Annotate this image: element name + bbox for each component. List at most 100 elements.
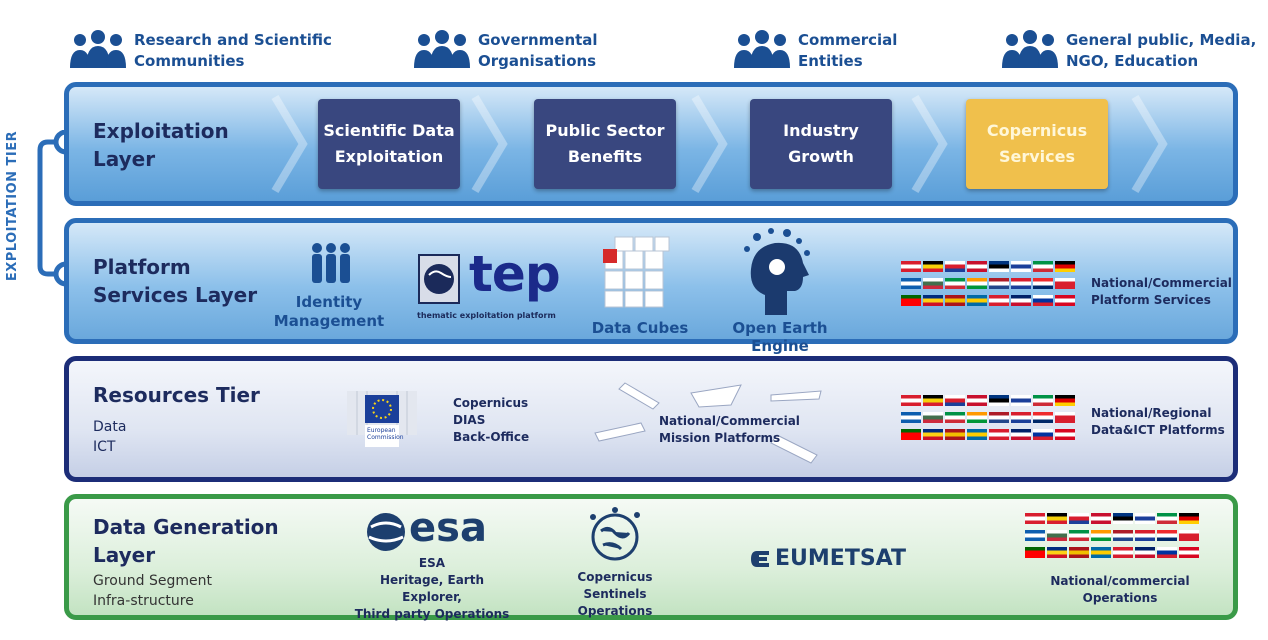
flag-grid [901, 395, 1075, 440]
national-commercial-label: National/Commercial Platform Services [1091, 275, 1232, 309]
flag-icon [923, 395, 943, 406]
flag-icon [901, 261, 921, 272]
flag-icon [1047, 513, 1067, 524]
identity-people-icon [312, 243, 350, 283]
flag-icon [967, 412, 987, 423]
flag-icon [1157, 530, 1177, 541]
resources-sub: Data ICT [93, 417, 126, 457]
flag-icon [1179, 530, 1199, 541]
audience-governmental-line2: Organisations [478, 52, 597, 70]
flag-icon [1011, 395, 1031, 406]
esa-label-line2: Heritage, Earth Explorer, [379, 573, 484, 604]
flag-icon [901, 278, 921, 289]
open-earth-engine-icon [744, 228, 810, 315]
audience-governmental-line1: Governmental [478, 31, 598, 49]
chevron-decoration [471, 94, 508, 194]
audience-research-line1: Research and Scientific [134, 31, 332, 49]
flag-icon [1011, 412, 1031, 423]
flag-icon [1091, 513, 1111, 524]
flag-icon [1069, 530, 1089, 541]
european-commission-logo [347, 391, 417, 447]
datagen-sub-line2: Infra-structure [93, 593, 194, 609]
tep-caption: thematic exploitation platform [417, 311, 556, 320]
resources-tier: Resources Tier Data ICT European Commiss… [64, 356, 1238, 482]
flag-icon [1135, 513, 1155, 524]
audience-commercial-line2: Entities [798, 52, 863, 70]
flag-icon [923, 429, 943, 440]
flag-icon [1113, 547, 1133, 558]
platform-layer-title: Platform Services Layer [93, 253, 257, 309]
flag-icon [1011, 278, 1031, 289]
resources-sub-data: Data [93, 419, 127, 435]
flag-icon [1055, 261, 1075, 272]
flag-icon [1033, 278, 1053, 289]
tep-logo-text: tep [469, 245, 561, 303]
box-label-line1: Scientific Data [323, 121, 455, 140]
data-cubes-icon [603, 236, 670, 308]
identity-label-line1: Identity [295, 293, 363, 311]
flag-icon [989, 261, 1009, 272]
flag-icon [1091, 530, 1111, 541]
flag-icon [945, 395, 965, 406]
flag-icon [989, 395, 1009, 406]
flag-icon [923, 261, 943, 272]
data-generation-layer: Data Generation Layer Ground Segment Inf… [64, 494, 1238, 623]
flag-icon [989, 429, 1009, 440]
audience-research-line2: Communities [134, 52, 245, 70]
flag-icon [1011, 295, 1031, 306]
ec-text-line1: European [367, 427, 396, 434]
tep-globe-icon [418, 254, 460, 304]
dias-line1: Copernicus [453, 396, 529, 410]
identity-label-line2: Management [273, 312, 385, 330]
box-label-line1: Copernicus [986, 121, 1088, 140]
people-group-icon [1002, 30, 1058, 68]
datagen-title-line2: Layer [93, 543, 156, 567]
flag-icon [923, 412, 943, 423]
flag-icon [1033, 295, 1053, 306]
people-group-icon [734, 30, 790, 68]
eumetsat-icon [751, 551, 769, 567]
flag-icon [945, 278, 965, 289]
flag-icon [989, 295, 1009, 306]
audience-public-line1: General public, Media, [1066, 31, 1257, 49]
flag-icon [1179, 547, 1199, 558]
exploitation-title-line1: Exploitation [93, 119, 229, 143]
flag-icon [901, 295, 921, 306]
resources-tier-title: Resources Tier [93, 383, 260, 407]
flag-icon [1055, 295, 1075, 306]
esa-label: ESA Heritage, Earth Explorer, Third part… [349, 555, 515, 623]
flag-icon [923, 278, 943, 289]
chevron-decoration [1131, 94, 1168, 194]
dias-label: Copernicus DIAS Back-Office [453, 395, 529, 446]
national-operations-label: National/commercial Operations [1035, 573, 1205, 607]
flag-icon [1135, 530, 1155, 541]
mission-line1: National/Commercial [659, 414, 800, 428]
platform-title-line1: Platform [93, 255, 191, 279]
flag-icon [967, 395, 987, 406]
platform-services-layer: Platform Services Layer Identity Managem… [64, 218, 1238, 355]
box-label-line2: Benefits [567, 147, 643, 166]
flag-icon [967, 429, 987, 440]
datagen-title-line1: Data Generation [93, 515, 279, 539]
flag-icon [1033, 395, 1053, 406]
box-label-line2: Exploitation [334, 147, 444, 166]
flag-icon [1179, 513, 1199, 524]
flag-icon [1011, 429, 1031, 440]
flag-icon [1055, 395, 1075, 406]
esa-globe-icon [367, 513, 405, 551]
sentinels-line1: Copernicus Sentinels [577, 570, 653, 601]
mission-platforms-label: National/Commercial Mission Platforms [659, 413, 800, 447]
flag-icon [1025, 530, 1045, 541]
open-earth-engine-label: Open Earth Engine [732, 319, 828, 355]
people-group-icon [414, 30, 470, 68]
flag-icon [945, 412, 965, 423]
ec-logo-text: European Commission [367, 427, 404, 441]
flag-grid [901, 261, 1075, 306]
dias-line3: Back-Office [453, 430, 530, 444]
